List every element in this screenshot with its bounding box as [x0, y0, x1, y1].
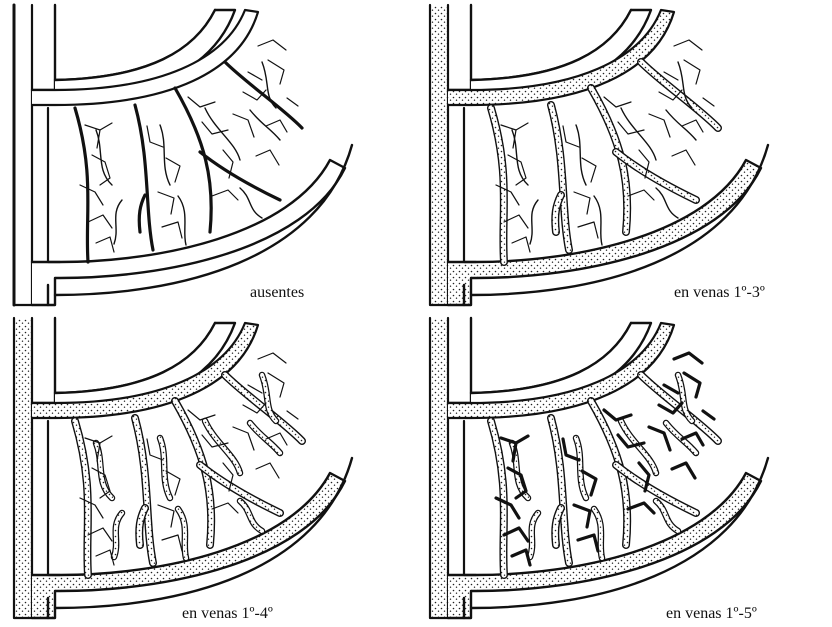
leaf-venation-illustration: [416, 313, 832, 626]
veinlet: [266, 120, 287, 132]
midrib: [430, 318, 448, 618]
leaf-venation-illustration: [0, 0, 416, 313]
veinlet: [628, 190, 654, 200]
veinlet: [578, 535, 598, 551]
tertiary-vein: [530, 200, 538, 244]
veinlet: [287, 411, 298, 419]
veinlet: [674, 353, 702, 363]
veinlet: [162, 535, 182, 551]
panel-veins-1-3: en venas 1º-3º: [416, 0, 832, 313]
veinlet: [574, 505, 590, 527]
areole-frame: [48, 108, 60, 262]
veinlet: [684, 373, 700, 397]
veinlet: [258, 40, 286, 50]
areole-frame: [464, 421, 476, 575]
tertiary-vein-fill: [205, 421, 240, 473]
veinlet: [287, 98, 298, 106]
leaf-venation-illustration: [0, 313, 416, 626]
veinlet: [188, 97, 215, 107]
caption-absent: ausentes: [250, 284, 304, 302]
veinlet: [703, 98, 714, 106]
veinlet: [512, 237, 530, 252]
veinlet: [578, 222, 598, 238]
veinlet: [256, 463, 279, 478]
veinlet: [92, 155, 110, 185]
veinlet: [268, 60, 284, 84]
veinlet: [604, 410, 631, 420]
secondary-vein: [75, 108, 88, 262]
midrib: [14, 5, 32, 305]
secondary-vein: [139, 195, 145, 232]
veinlet: [516, 123, 528, 130]
tertiary-vein: [114, 200, 122, 244]
panel-veins-1-5: en venas 1º-5º: [416, 313, 832, 626]
veinlet: [80, 185, 103, 205]
tertiary-vein-fill: [250, 423, 280, 453]
veinlet: [88, 215, 112, 228]
areole-frame: [48, 421, 60, 575]
tertiary-vein: [240, 188, 262, 218]
leaf-venation-illustration: [416, 0, 832, 313]
veinlet: [674, 40, 702, 50]
tertiary-vein: [621, 108, 656, 160]
veinlet: [233, 114, 254, 137]
intramarginal-vein: [32, 473, 345, 618]
panel-absent: ausentes: [0, 0, 416, 313]
veinlet: [672, 463, 695, 478]
veinlet: [672, 150, 695, 165]
veinlet: [100, 436, 112, 443]
secondary-vein: [135, 105, 153, 250]
veinlet: [512, 550, 530, 565]
veinlet: [563, 126, 579, 147]
tertiary-vein: [250, 110, 280, 140]
tertiary-vein: [576, 125, 586, 185]
veinlet: [682, 120, 703, 132]
veinlet: [516, 436, 528, 443]
areole-frame: [464, 108, 476, 262]
veinlet: [158, 505, 174, 527]
veinlet: [96, 237, 114, 252]
veinlet: [158, 192, 174, 214]
veinlet: [628, 503, 654, 513]
caption-veins-1-4: en venas 1º-4º: [182, 605, 273, 623]
veinlet: [268, 373, 284, 397]
panel-veins-1-4: en venas 1º-4º: [0, 313, 416, 626]
veinlet: [212, 503, 238, 513]
veinlet: [100, 123, 112, 130]
veinlet: [256, 150, 279, 165]
secondary-vein-fill: [641, 62, 718, 128]
veinlet: [604, 97, 631, 107]
veinlet: [166, 158, 180, 182]
veinlet: [248, 72, 262, 80]
veinlet: [649, 114, 670, 137]
midrib: [430, 5, 448, 305]
secondary-vein: [225, 62, 302, 128]
tertiary-vein: [666, 110, 696, 140]
tertiary-vein: [160, 125, 170, 185]
veinlet: [649, 427, 670, 450]
veinlet: [574, 192, 590, 214]
veinlet: [703, 411, 714, 419]
veinlet: [233, 427, 254, 450]
tertiary-vein: [205, 108, 240, 160]
caption-veins-1-3: en venas 1º-3º: [674, 284, 765, 302]
veinlet: [508, 155, 526, 185]
veinlet: [258, 353, 286, 363]
veinlet: [212, 190, 238, 200]
veinlet: [162, 222, 182, 238]
midrib: [14, 318, 32, 618]
veinlet: [582, 158, 596, 182]
intramarginal-vein: [448, 473, 761, 618]
veinlet: [188, 410, 215, 420]
caption-veins-1-5: en venas 1º-5º: [666, 605, 757, 623]
veinlet: [684, 60, 700, 84]
veinlet: [147, 126, 163, 147]
